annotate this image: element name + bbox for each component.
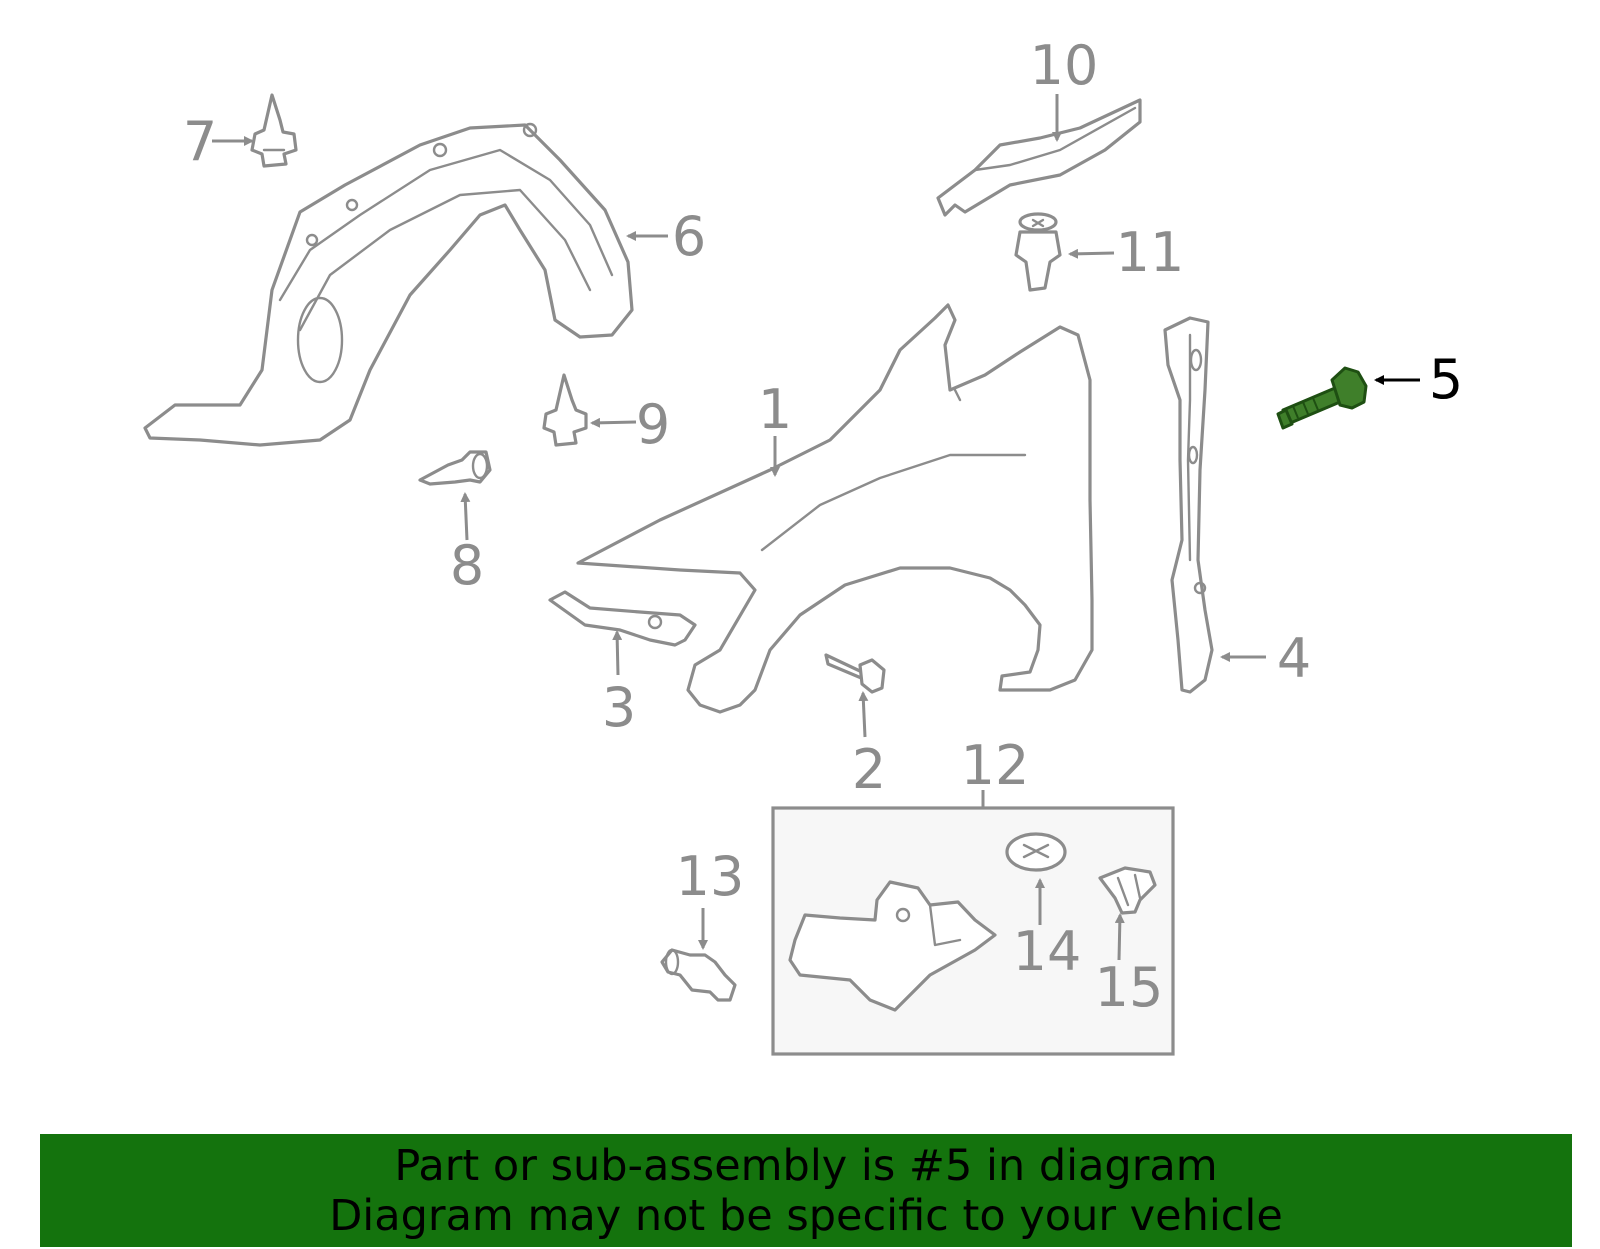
part-10-bracket[interactable] <box>936 98 1142 217</box>
arrow-15 <box>1114 913 1125 961</box>
part-11-clip[interactable] <box>1014 212 1062 292</box>
part-8-clip[interactable] <box>418 450 492 486</box>
banner-line-disclaimer: Diagram may not be specific to your vehi… <box>329 1191 1283 1241</box>
callout-7: 7 <box>183 110 217 173</box>
part-4-support[interactable] <box>1163 316 1214 694</box>
callout-12: 12 <box>961 734 1030 797</box>
part-14-clip[interactable] <box>1005 832 1067 872</box>
arrow-3 <box>612 630 623 676</box>
part-12-mud-guard[interactable] <box>788 880 997 1012</box>
part-2-bolt[interactable] <box>824 653 886 694</box>
callout-10: 10 <box>1030 34 1099 97</box>
callout-5: 5 <box>1429 348 1463 411</box>
arrow-8 <box>460 492 471 541</box>
part-5-bolt-highlighted[interactable] <box>1276 366 1368 430</box>
part-3-bracket[interactable] <box>548 590 697 647</box>
callout-1: 1 <box>758 378 792 441</box>
part-6-fender-liner[interactable] <box>143 122 634 447</box>
callout-15: 15 <box>1095 956 1164 1019</box>
part-15-clip[interactable] <box>1098 866 1157 915</box>
notice-banner: Part or sub-assembly is #5 in diagram Di… <box>40 1134 1572 1247</box>
callout-6: 6 <box>672 205 706 268</box>
arrow-2 <box>858 691 869 738</box>
callout-3: 3 <box>602 676 636 739</box>
callout-2: 2 <box>852 738 886 801</box>
callout-11: 11 <box>1116 221 1185 284</box>
part-13-clip[interactable] <box>660 948 737 1002</box>
part-1-fender[interactable] <box>576 303 1094 714</box>
callout-4: 4 <box>1277 627 1311 690</box>
arrow-9 <box>590 417 637 428</box>
part-9-clip[interactable] <box>542 373 588 447</box>
banner-line-part-number: Part or sub-assembly is #5 in diagram <box>394 1141 1218 1191</box>
arrow-11 <box>1068 248 1115 259</box>
part-7-clip[interactable] <box>250 93 298 168</box>
callout-14: 14 <box>1013 920 1082 983</box>
callout-13: 13 <box>676 845 745 908</box>
callout-9: 9 <box>636 393 670 456</box>
callout-8: 8 <box>450 534 484 597</box>
